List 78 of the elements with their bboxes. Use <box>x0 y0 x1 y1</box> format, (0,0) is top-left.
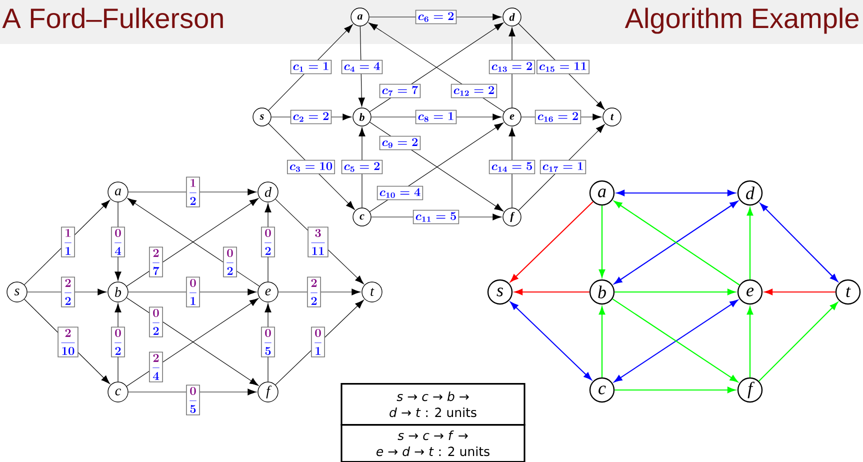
graph-vertex: a <box>108 182 128 202</box>
edge-label: $c_{14}=5$ <box>488 160 536 174</box>
graph-vertex: d <box>502 8 522 26</box>
arrow <box>598 306 606 378</box>
arrow <box>128 388 257 396</box>
edge-label: $\frac{\color{violet}1}{2}$ <box>186 176 200 208</box>
graph-vertex: b <box>589 279 615 305</box>
edge-label: $c_{4}=4$ <box>341 60 383 74</box>
edge-label: $c_{6}=2$ <box>415 10 457 24</box>
graph-vertex: t <box>835 279 861 305</box>
edge-label: $c_{3}=10$ <box>287 160 336 174</box>
graph-vertex: a <box>589 180 615 206</box>
graph-vertex: e <box>502 108 522 126</box>
graph-vertex: d <box>258 182 278 202</box>
graph-vertex: e <box>258 282 278 302</box>
arrow <box>746 207 754 280</box>
edge-label: $\frac{\color{violet}3}{11}$ <box>308 226 328 258</box>
title: Algorithm Example <box>624 8 858 34</box>
edge-label: $\frac{\color{violet}2}{4}$ <box>149 352 163 382</box>
edge-label: $c_{13}=2$ <box>488 60 536 74</box>
edge-label: $\frac{\color{violet}1}{1}$ <box>61 226 75 258</box>
edge-label: $c_{2}=2$ <box>290 110 332 124</box>
table-cell: s → c → f → e → d → t : 2 units <box>340 424 526 462</box>
arrow <box>510 302 592 380</box>
graph-vertex: e <box>737 279 763 305</box>
edge-label: $\frac{\color{violet}0}{1}$ <box>311 326 325 358</box>
arrow <box>760 203 838 282</box>
edge-label: $c_{9}=2$ <box>379 136 421 150</box>
edge-label: $\frac{\color{violet}2}{2}$ <box>61 276 75 308</box>
graph-vertex: a <box>350 8 370 26</box>
arrow <box>128 288 257 296</box>
edge-label: $c_{17}=1$ <box>540 160 586 174</box>
graph-vertex: d <box>737 180 763 206</box>
edge-label: $\frac{\color{violet}0}{2}$ <box>111 326 125 358</box>
edge-label: $c_{12}=2$ <box>450 84 498 98</box>
graph-vertex: t <box>362 282 382 302</box>
arrow <box>598 206 606 278</box>
table-cell: s → c → b → d → t : 2 units <box>340 383 526 426</box>
edge-label: $c_{1}=1$ <box>290 60 332 74</box>
edge-label: $\frac{\color{violet}0}{2}$ <box>261 226 275 258</box>
graph-vertex: s <box>252 108 272 126</box>
edge-label: $\frac{\color{violet}2}{2}$ <box>307 276 321 308</box>
edge-label: $\frac{\color{violet}0}{2}$ <box>223 246 237 278</box>
edge-label: $c_{15}=11$ <box>536 60 590 74</box>
edge-label: $c_{11}=5$ <box>412 210 460 224</box>
edge-label: $\frac{\color{violet}0}{2}$ <box>149 306 163 338</box>
edge-label: $c_{5}=2$ <box>341 160 383 174</box>
graph-vertex: c <box>589 377 615 403</box>
arrow <box>510 201 594 282</box>
edge-label: $\frac{\color{violet}0}{5}$ <box>261 326 275 358</box>
arrow <box>758 302 838 382</box>
graph-vertex: f <box>502 208 522 226</box>
edge-label: $\frac{\color{violet}0}{1}$ <box>186 276 200 308</box>
arrow <box>614 386 736 394</box>
arrow <box>746 306 754 378</box>
arrow <box>614 288 736 296</box>
edge-label: $\frac{\color{violet}2}{7}$ <box>149 246 163 278</box>
graph-vertex: b <box>108 282 128 302</box>
graph-vertex: f <box>258 382 278 402</box>
graph-vertex: c <box>352 208 372 226</box>
graph-vertex: s <box>6 282 28 302</box>
title: A Ford–Fulkerson <box>2 8 223 28</box>
graph-vertex: b <box>352 108 372 126</box>
graph-vertex: s <box>487 279 513 305</box>
arrow <box>764 288 836 296</box>
arrow <box>616 190 736 196</box>
edge-label: $c_{7}=7$ <box>379 84 421 98</box>
edge-label: $c_{8}=1$ <box>415 110 457 124</box>
arrow <box>514 288 590 296</box>
graph-vertex: c <box>108 382 128 402</box>
edge-label: $c_{16}=2$ <box>534 110 582 124</box>
graph-vertex: f <box>737 377 763 403</box>
graph-vertex: t <box>602 108 622 126</box>
arrow <box>128 188 257 196</box>
edge-label: $c_{10}=4$ <box>376 186 424 200</box>
edge-label: $\frac{\color{violet}0}{4}$ <box>111 226 125 258</box>
edge-label: $\frac{\color{violet}0}{5}$ <box>186 384 200 416</box>
edge-label: $\frac{\color{violet}2}{10}$ <box>58 326 78 358</box>
